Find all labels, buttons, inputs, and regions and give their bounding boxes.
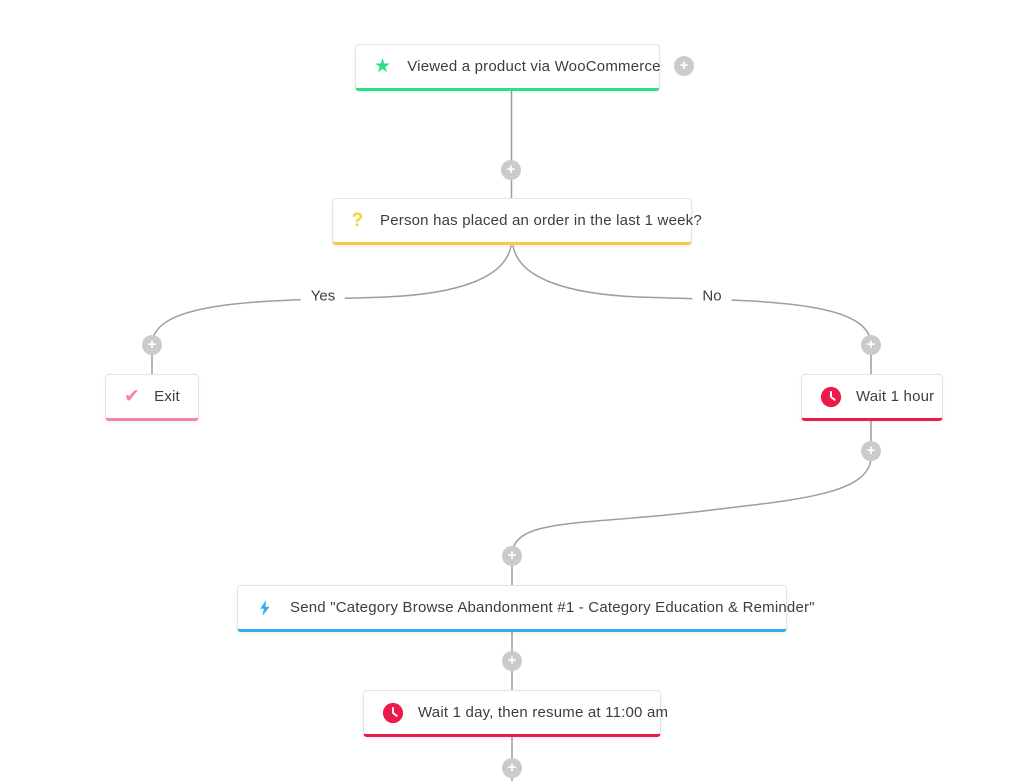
connector-wait-to-send: [511, 420, 872, 586]
node-send-email-label: Send "Category Browse Abandonment #1 - C…: [290, 599, 815, 616]
connector-decision-yes-branch: [151, 245, 512, 375]
node-trigger[interactable]: ★ Viewed a product via WooCommerce: [355, 44, 661, 91]
connector-decision-no-branch: [512, 245, 872, 375]
add-step-button[interactable]: +: [502, 758, 522, 778]
clock-icon: [382, 702, 404, 723]
node-exit-label: Exit: [154, 388, 180, 405]
lightning-icon: [260, 599, 270, 616]
question-icon: ?: [351, 210, 364, 231]
add-step-button[interactable]: +: [861, 441, 881, 461]
add-step-button[interactable]: +: [142, 335, 162, 355]
branch-label-no: No: [692, 285, 732, 307]
branch-label-yes: Yes: [300, 285, 346, 307]
node-exit[interactable]: ✔ Exit: [105, 374, 199, 421]
star-icon: ★: [374, 56, 392, 77]
node-wait-hour-label: Wait 1 hour: [856, 388, 935, 405]
add-step-button[interactable]: +: [501, 160, 521, 180]
check-icon: ✔: [124, 386, 141, 407]
add-step-button[interactable]: +: [861, 335, 881, 355]
add-step-button[interactable]: +: [674, 56, 694, 76]
node-wait-day-label: Wait 1 day, then resume at 11:00 am: [418, 704, 669, 721]
node-decision[interactable]: ? Person has placed an order in the last…: [332, 198, 702, 245]
node-wait-hour[interactable]: Wait 1 hour: [801, 374, 943, 421]
node-send-email[interactable]: Send "Category Browse Abandonment #1 - C…: [237, 585, 815, 632]
add-step-button[interactable]: +: [502, 546, 522, 566]
node-decision-label: Person has placed an order in the last 1…: [380, 212, 702, 229]
add-step-button[interactable]: +: [502, 651, 522, 671]
node-trigger-label: Viewed a product via WooCommerce: [407, 58, 661, 75]
node-wait-day[interactable]: Wait 1 day, then resume at 11:00 am: [363, 690, 668, 737]
clock-icon: [820, 386, 842, 407]
